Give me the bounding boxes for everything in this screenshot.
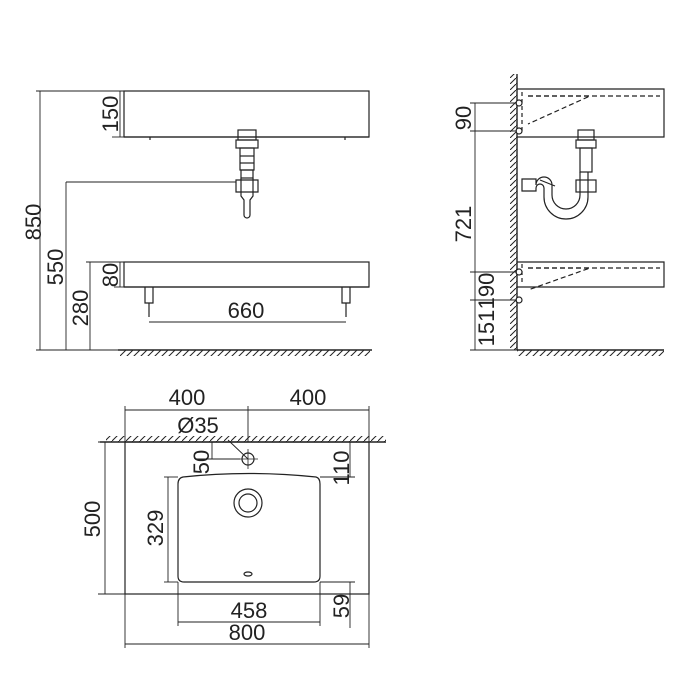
plan-bowl	[177, 472, 321, 583]
plan-drain	[233, 488, 263, 518]
lower-shelf	[123, 261, 370, 288]
dim-400-left: 400	[169, 385, 206, 410]
side-drain-trap	[521, 129, 597, 220]
dim-721: 721	[451, 206, 476, 243]
dim-400-right: 400	[290, 385, 327, 410]
front-view-dimensions: 850 150 550 280 80 660	[21, 96, 264, 327]
dim-550: 550	[43, 249, 68, 286]
dim-800: 800	[229, 620, 266, 645]
side-upper-counter	[517, 88, 665, 138]
plan-view	[98, 406, 386, 648]
dim-458: 458	[231, 598, 268, 623]
dim-150: 150	[98, 96, 123, 133]
side-view-dimensions: 90 721 190 151	[451, 106, 499, 347]
dim-329: 329	[143, 510, 168, 547]
dim-59: 59	[329, 594, 354, 618]
dim-110: 110	[329, 450, 354, 485]
dim-50: 50	[189, 450, 214, 474]
dim-190: 190	[474, 273, 499, 310]
drain-trap	[235, 129, 259, 219]
plan-countertop	[124, 441, 370, 595]
floor-hatch	[120, 350, 370, 356]
dim-500: 500	[80, 501, 105, 538]
wall-hatch	[510, 74, 517, 350]
side-view	[470, 74, 665, 356]
plan-view-dimensions: 400 400 Ø35 50 110 500 329 458 59 800	[80, 385, 354, 645]
dim-280: 280	[68, 290, 93, 327]
side-lower-shelf	[517, 261, 665, 288]
dim-850: 850	[21, 204, 46, 241]
dim-151: 151	[474, 310, 499, 347]
dim-660: 660	[228, 298, 265, 323]
dim-tap-hole-diameter: Ø35	[177, 413, 219, 438]
dim-80: 80	[98, 263, 123, 287]
front-view	[36, 90, 372, 356]
dim-90: 90	[451, 106, 476, 130]
